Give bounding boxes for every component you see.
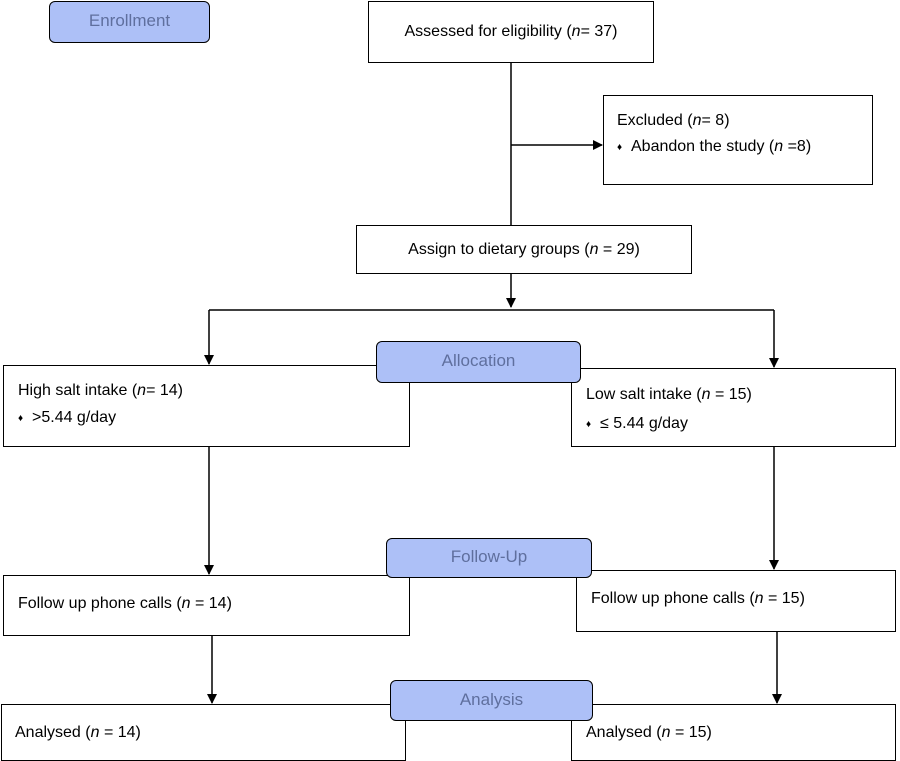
stage-enrollment-label: Enrollment xyxy=(88,11,171,30)
stage-follow-up: Follow-Up xyxy=(386,538,592,578)
stage-analysis-label: Analysis xyxy=(459,690,524,709)
stage-enrollment: Enrollment xyxy=(49,1,210,43)
follow-up-right-box: Follow up phone calls (n = 15) xyxy=(576,570,896,632)
high-salt-box: High salt intake (n= 14) ♦>5.44 g/day xyxy=(3,365,410,447)
high-salt-criterion: ♦>5.44 g/day xyxy=(18,408,409,429)
analysed-right-text: Analysed (n = 15) xyxy=(586,724,712,741)
excluded-text: Excluded (n= 8) xyxy=(617,112,730,129)
assign-box: Assign to dietary groups (n = 29) xyxy=(356,225,692,274)
low-salt-box: Low salt intake (n = 15) ♦≤ 5.44 g/day xyxy=(571,368,896,447)
low-salt-text: Low salt intake (n = 15) xyxy=(586,386,752,403)
analysed-right-box: Analysed (n = 15) xyxy=(571,704,896,761)
follow-up-right-text: Follow up phone calls (n = 15) xyxy=(591,590,805,607)
follow-up-left-text: Follow up phone calls (n = 14) xyxy=(18,595,232,612)
low-salt-criterion: ♦≤ 5.44 g/day xyxy=(586,414,895,435)
assessed-text: Assessed for eligibility (n= 37) xyxy=(404,23,618,40)
assign-text: Assign to dietary groups (n = 29) xyxy=(408,241,640,258)
bullet-icon: ♦ xyxy=(586,419,592,430)
analysed-left-text: Analysed (n = 14) xyxy=(15,724,141,741)
bullet-icon: ♦ xyxy=(617,142,623,153)
stage-follow-up-label: Follow-Up xyxy=(450,547,528,566)
follow-up-left-box: Follow up phone calls (n = 14) xyxy=(3,575,410,636)
stage-allocation-label: Allocation xyxy=(441,351,516,370)
stage-allocation: Allocation xyxy=(376,341,581,383)
stage-analysis: Analysis xyxy=(390,680,593,721)
high-salt-text: High salt intake (n= 14) xyxy=(18,382,183,399)
excluded-reason: ♦Abandon the study (n =8) xyxy=(617,137,872,158)
analysed-left-box: Analysed (n = 14) xyxy=(1,704,406,761)
excluded-box: Excluded (n= 8) ♦Abandon the study (n =8… xyxy=(603,95,873,185)
assessed-box: Assessed for eligibility (n= 37) xyxy=(368,1,654,63)
bullet-icon: ♦ xyxy=(18,413,24,424)
